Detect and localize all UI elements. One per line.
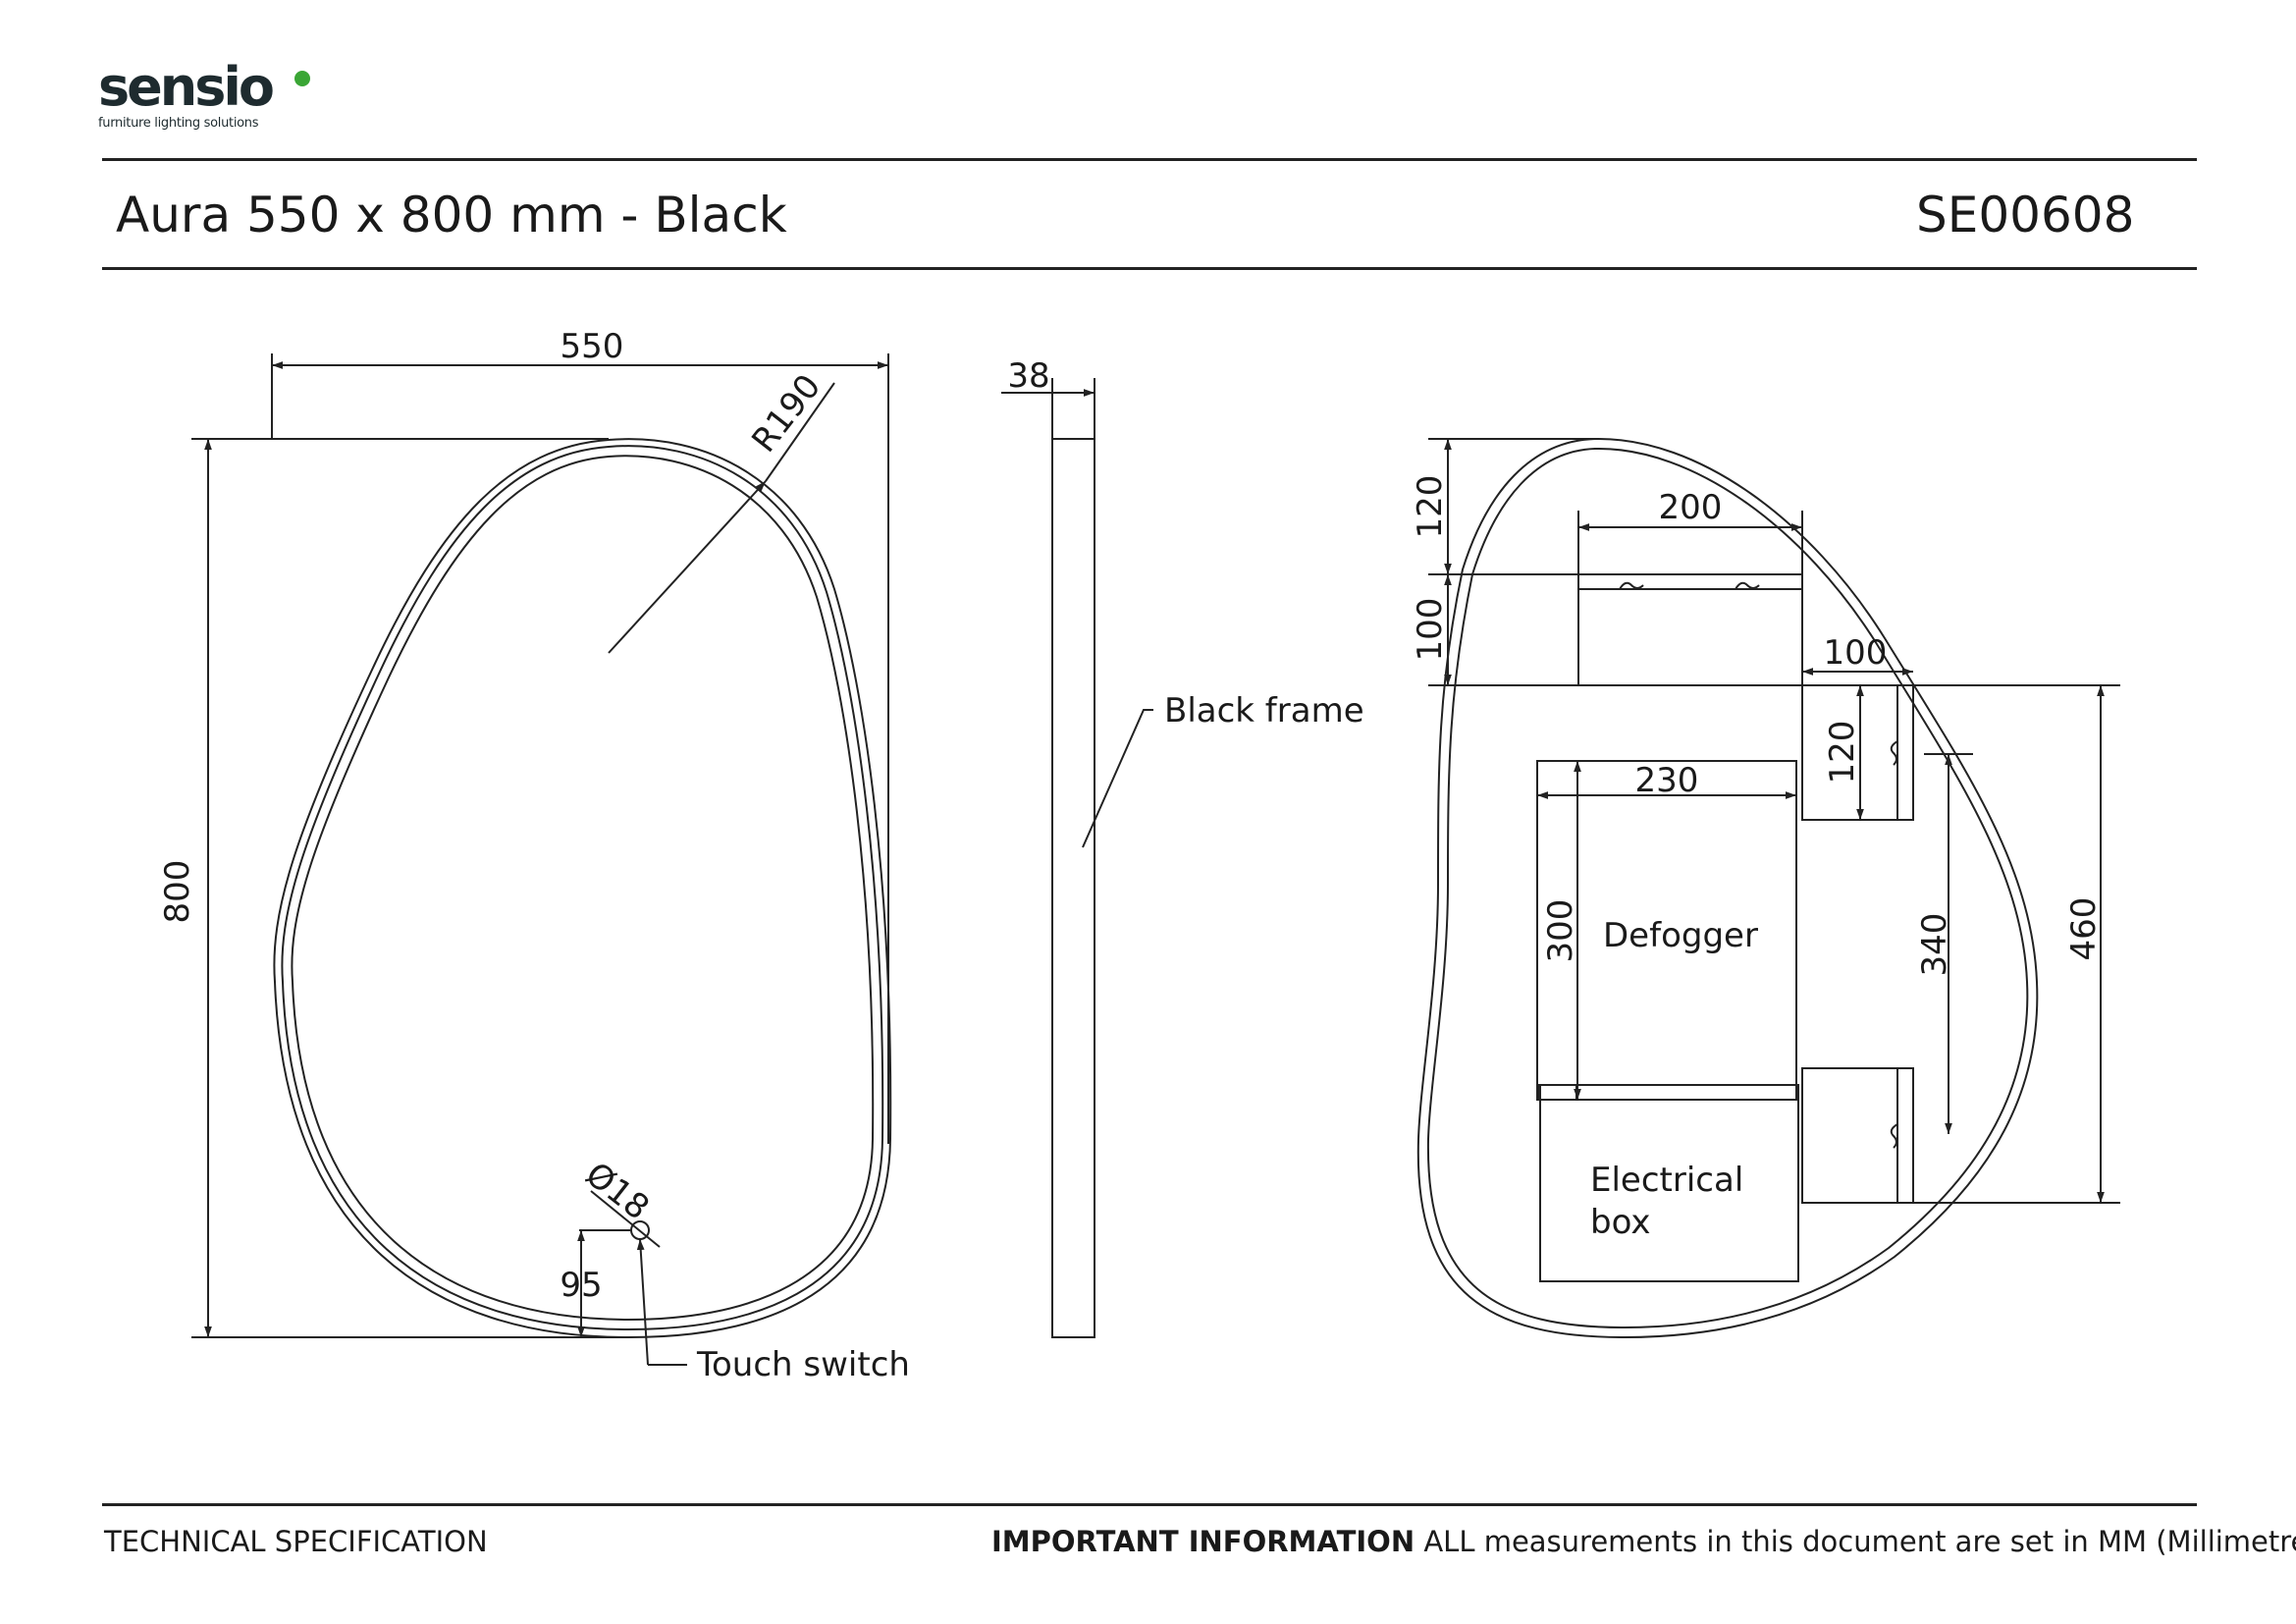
radius-leader	[608, 480, 767, 654]
switch-leader	[636, 1238, 649, 1366]
side-bracket-lower	[1801, 1067, 1914, 1204]
side-bracket-width-label: 100	[1824, 633, 1888, 673]
header-rule-bottom	[102, 267, 2197, 270]
mirror-outer-outline	[273, 438, 892, 1339]
product-code: SE00608	[1916, 187, 2135, 244]
top-offset-label: 120	[1411, 475, 1450, 539]
back-view	[1416, 437, 2120, 1339]
product-title: Aura 550 x 800 mm - Black	[116, 187, 787, 244]
side-bracket-upper-hook	[1890, 740, 1898, 766]
switch-offset-label: 95	[560, 1266, 602, 1305]
side-spacing-label: 340	[1915, 913, 1954, 977]
brand-wordmark: sensio	[98, 56, 275, 118]
front-view	[191, 353, 892, 1366]
back-inner-outline	[1426, 447, 2029, 1329]
side-view	[1001, 378, 1153, 1338]
mirror-mid-outline	[281, 445, 884, 1331]
top-bracket-hooks	[1619, 581, 1760, 590]
brand-logo: sensio furniture lighting solutions	[98, 56, 310, 139]
brand-tagline: furniture lighting solutions	[98, 116, 259, 131]
width-label: 550	[561, 327, 624, 366]
bracket-width-label: 200	[1659, 488, 1723, 527]
defogger-height-label: 300	[1541, 899, 1580, 963]
side-bracket-height-label: 120	[1823, 721, 1862, 785]
footer-important-label: IMPORTANT INFORMATION	[991, 1525, 1415, 1558]
defogger-connector	[1538, 1084, 1577, 1101]
touch-switch-label: Touch switch	[696, 1345, 910, 1384]
top-bracket	[1577, 573, 1803, 686]
side-span-label: 460	[2064, 897, 2104, 961]
footer-important-info: IMPORTANT INFORMATION ALL measurements i…	[991, 1525, 2296, 1558]
electrical-box	[1539, 1084, 1799, 1282]
header-rule-top	[102, 158, 2197, 161]
footer-technical-spec: TECHNICAL SPECIFICATION	[104, 1525, 488, 1558]
defogger-pad	[1536, 760, 1797, 1101]
footer-important-text: ALL measurements in this document are se…	[1415, 1525, 2296, 1558]
electrical-box-label-line1: Electrical	[1590, 1161, 1743, 1200]
back-outer-outline	[1416, 437, 2039, 1339]
radius-label: R190	[744, 367, 828, 460]
depth-label: 38	[1007, 356, 1049, 396]
brand-dot	[294, 71, 310, 86]
defogger-width-label: 230	[1635, 761, 1699, 800]
electrical-box-label-line2: box	[1590, 1203, 1650, 1242]
frame-leader	[1082, 709, 1153, 848]
defogger-label: Defogger	[1603, 916, 1758, 955]
bracket-height-label: 100	[1411, 598, 1450, 662]
side-profile	[1051, 438, 1095, 1338]
switch-diameter-label: Ø18	[578, 1155, 657, 1228]
radius-leader-ext	[765, 382, 835, 482]
side-bracket-lower-hook	[1890, 1123, 1898, 1149]
mirror-inner-outline	[291, 455, 875, 1322]
footer-rule	[102, 1503, 2197, 1506]
height-label: 800	[158, 860, 197, 924]
black-frame-label: Black frame	[1164, 691, 1364, 731]
diameter-leader	[590, 1190, 661, 1248]
